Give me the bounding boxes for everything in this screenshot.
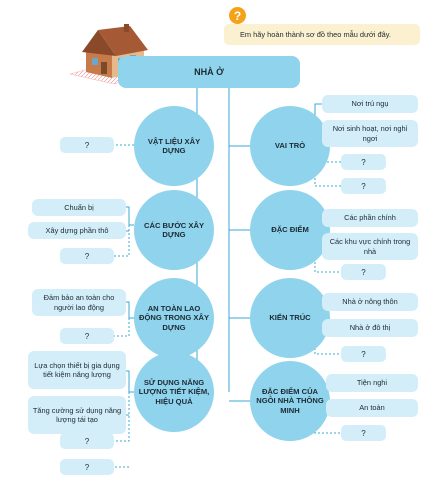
node-construction-steps: CÁC BƯỚC XÂY DỰNG (134, 190, 214, 270)
node-label: ĐẶC ĐIỂM CỦA NGÔI NHÀ THÔNG MINH (256, 387, 324, 415)
leaf-safety: An toàn (326, 399, 418, 417)
leaf-comfort: Tiện nghi (326, 374, 418, 392)
blank-box[interactable]: ? (60, 459, 114, 475)
leaf-efficient-appliances: Lựa chọn thiết bị gia dụng tiết kiệm năn… (28, 351, 126, 389)
node-labor-safety: AN TOÀN LAO ĐỘNG TRONG XÂY DỰNG (134, 278, 214, 358)
node-architecture: KIẾN TRÚC (250, 278, 330, 358)
node-label: VẬT LIỆU XÂY DỰNG (147, 136, 201, 155)
blank-box[interactable]: ? (341, 264, 386, 280)
leaf-main-areas: Các khu vực chính trong nhà (322, 233, 418, 260)
blank-box[interactable]: ? (341, 346, 386, 362)
leaf-living-resting: Nơi sinh hoạt, nơi nghỉ ngơi (322, 120, 418, 147)
leaf-urban-house: Nhà ở đô thị (322, 319, 418, 337)
node-label: KIẾN TRÚC (269, 313, 311, 323)
question-mark-icon: ? (229, 7, 246, 24)
instruction-note: Em hãy hoàn thành sơ đồ theo mẫu dưới đâ… (224, 24, 420, 45)
blank-box[interactable]: ? (60, 137, 114, 153)
root-node: NHÀ Ở (118, 56, 300, 88)
node-label: VAI TRÒ (274, 141, 306, 151)
node-label: CÁC BƯỚC XÂY DỰNG (143, 220, 205, 239)
node-energy-saving: SỬ DỤNG NĂNG LƯỢNG TIẾT KIỆM, HIỆU QUẢ (134, 352, 214, 432)
node-materials: VẬT LIỆU XÂY DỰNG (134, 106, 214, 186)
node-label: AN TOÀN LAO ĐỘNG TRONG XÂY DỰNG (138, 304, 210, 332)
leaf-shelter: Nơi trú ngụ (322, 95, 418, 113)
instruction-text: Em hãy hoàn thành sơ đồ theo mẫu dưới đâ… (240, 30, 391, 39)
blank-box[interactable]: ? (60, 433, 114, 449)
node-role: VAI TRÒ (250, 106, 330, 186)
node-label: SỬ DỤNG NĂNG LƯỢNG TIẾT KIỆM, HIỆU QUẢ (138, 378, 210, 406)
root-label: NHÀ Ở (194, 67, 224, 77)
blank-box[interactable]: ? (341, 154, 386, 170)
leaf-rough-construction: Xây dựng phần thô (28, 222, 126, 239)
leaf-prepare: Chuẩn bị (32, 199, 126, 216)
leaf-worker-safety: Đảm bảo an toàn cho người lao động (32, 289, 126, 316)
node-smart-home: ĐẶC ĐIỂM CỦA NGÔI NHÀ THÔNG MINH (250, 361, 330, 441)
leaf-rural-house: Nhà ở nông thôn (322, 293, 418, 311)
blank-box[interactable]: ? (341, 178, 386, 194)
node-features: ĐẶC ĐIỂM (250, 190, 330, 270)
leaf-renewable-energy: Tăng cường sử dụng năng lượng tái tạo (28, 396, 126, 434)
blank-box[interactable]: ? (341, 425, 386, 441)
blank-box[interactable]: ? (60, 248, 114, 264)
node-label: ĐẶC ĐIỂM (271, 225, 309, 235)
blank-box[interactable]: ? (60, 328, 114, 344)
leaf-main-parts: Các phần chính (322, 209, 418, 227)
